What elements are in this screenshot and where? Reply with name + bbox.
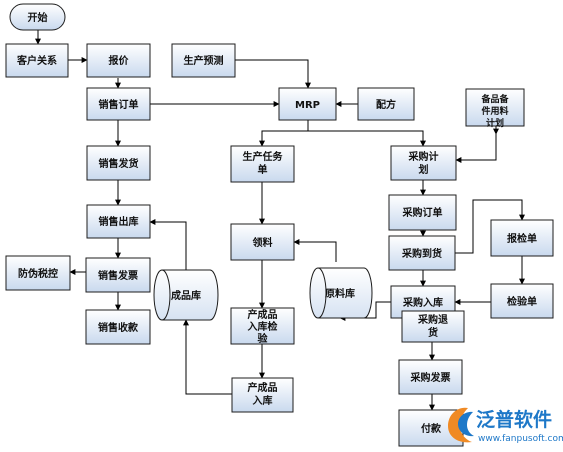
spare-parts-plan-label: 备品备件用料计划 [480,93,509,129]
fanpu-logo-icon [448,407,474,443]
sales-shipment-label: 销售发货 [99,157,139,170]
payment-label: 付款 [421,422,442,435]
inspection-sheet-label: 检验单 [507,295,537,308]
sales-order-label: 销售订单 [99,98,139,111]
raw-material-store-label: 原料库 [325,287,355,300]
production-task-label-line: 生产任务 [243,150,284,163]
product-inbound-label-line: 入库 [253,394,273,407]
customer-relation-label: 客户关系 [16,54,57,67]
fanpu-logo-url: www.fanpusoft.com [478,434,563,444]
purchase-return-label-line: 采购退 [417,313,448,326]
edge-forecast-mrp [235,59,311,89]
product-inspection-label: 产成品入库检验 [248,308,278,345]
production-forecast-node[interactable]: 生产预测 [171,43,236,78]
sales-invoice-label: 销售发票 [98,269,138,282]
spare-parts-plan-node[interactable]: 备品备件用料计划 [465,88,525,129]
material-pick-node[interactable]: 领料 [230,223,295,261]
connectors [35,30,525,411]
sales-outbound-node[interactable]: 销售出库 [86,204,151,239]
mrp-node[interactable]: MRP [278,87,337,121]
product-inbound-label: 产成品入库 [248,381,278,407]
edge-finished-outbound [149,219,187,270]
mrp-label: MRP [295,100,320,111]
quote-label: 报价 [109,54,130,67]
edge-prodinbound-finished [183,319,232,395]
purchase-order-label: 采购订单 [402,206,443,219]
start-label: 开始 [28,11,48,24]
spare-parts-plan-label-line: 件用料 [481,105,508,117]
purchase-invoice-label: 采购发票 [410,371,451,384]
inspection-sheet-node[interactable]: 检验单 [490,283,554,319]
edge-raw-pick [293,239,337,262]
purchase-arrival-node[interactable]: 采购到货 [388,235,456,271]
spare-parts-plan-label-line: 备品备 [480,93,509,105]
sales-outbound-label: 销售出库 [99,215,139,228]
production-task-label: 生产任务单 [243,150,284,176]
edge-mrp-task [259,120,309,147]
production-forecast-label: 生产预测 [184,54,224,67]
fanpu-logo: 泛普软件 www.fanpusoft.com [448,407,563,444]
purchase-return-node[interactable]: 采购退货 [401,310,465,343]
start-node[interactable]: 开始 [9,3,66,31]
spare-parts-plan-label-line: 计划 [486,117,504,129]
anti-counterfeit-tax-label: 防伪税控 [18,267,58,280]
product-inbound-label-line: 产成品 [248,381,278,394]
formula-label: 配方 [376,98,396,111]
sales-receipt-node[interactable]: 销售收款 [85,309,151,345]
sales-receipt-label: 销售收款 [98,321,139,334]
edge-arrival-report [455,199,525,254]
production-task-node[interactable]: 生产任务单 [230,145,295,183]
edge-spareplan-purchaseplan [455,126,497,163]
customer-relation-node[interactable]: 客户关系 [5,43,69,78]
edge-mrp-purchaseplan [308,130,426,147]
production-task-label-line: 单 [258,163,268,176]
fanpu-logo-name: 泛普软件 [476,408,552,431]
purchase-arrival-label: 采购到货 [401,247,442,260]
purchase-plan-node[interactable]: 采购计划 [390,145,457,181]
inspection-report-label: 报检单 [507,232,537,245]
purchase-invoice-node[interactable]: 采购发票 [398,359,463,395]
product-inspection-label-line: 产成品 [248,308,278,321]
purchase-inbound-label: 采购入库 [402,296,443,309]
sales-order-node[interactable]: 销售订单 [86,87,151,121]
product-inspection-label-line: 入库检 [248,320,278,333]
finished-goods-store-label: 成品库 [171,289,201,302]
product-inspection-node[interactable]: 产成品入库检验 [230,307,295,345]
formula-node[interactable]: 配方 [357,87,415,121]
purchase-plan-label-line: 划 [419,163,429,176]
raw-material-store-node[interactable]: 原料库 [309,267,373,319]
purchase-plan-label: 采购计划 [408,150,439,176]
finished-goods-store-node[interactable]: 成品库 [153,269,219,321]
purchase-return-label-line: 货 [428,326,438,339]
sales-shipment-node[interactable]: 销售发货 [86,145,151,181]
product-inbound-node[interactable]: 产成品入库 [231,377,294,413]
sales-invoice-node[interactable]: 销售发票 [85,257,151,293]
quote-node[interactable]: 报价 [86,43,151,78]
purchase-order-node[interactable]: 采购订单 [388,194,457,231]
purchase-plan-label-line: 采购计 [408,150,439,163]
product-inspection-label-line: 验 [258,332,269,345]
anti-counterfeit-tax-node[interactable]: 防伪税控 [5,255,71,291]
inspection-report-node[interactable]: 报检单 [490,219,554,257]
purchase-return-label: 采购退货 [417,313,448,339]
material-pick-label: 领料 [253,236,273,249]
